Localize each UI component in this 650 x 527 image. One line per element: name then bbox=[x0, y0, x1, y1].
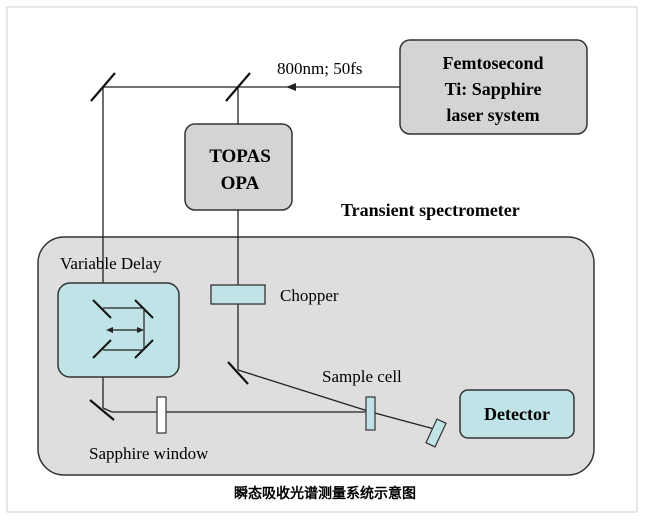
window-label: Sapphire window bbox=[89, 444, 209, 463]
sample-label: Sample cell bbox=[322, 367, 402, 386]
chopper bbox=[210, 284, 266, 305]
opa-label-line2: OPA bbox=[221, 173, 260, 194]
delay-label: Variable Delay bbox=[60, 254, 162, 273]
laser-label-line3: laser system bbox=[446, 105, 539, 125]
delay-beams bbox=[103, 307, 145, 351]
sample-cell bbox=[365, 396, 376, 431]
laser-label-line2: Ti: Sapphire bbox=[445, 79, 542, 99]
delay-mirror-icon bbox=[92, 299, 112, 319]
figure-caption: 瞬态吸收光谱测量系统示意图 bbox=[234, 486, 416, 502]
arrow-left-icon bbox=[106, 327, 113, 333]
mirror-top-left-icon bbox=[90, 72, 116, 102]
spectrometer-label: Transient spectrometer bbox=[341, 200, 520, 220]
laser-label-line1: Femtosecond bbox=[443, 53, 544, 73]
opa-box bbox=[184, 123, 293, 211]
beam-arrow-icon bbox=[286, 83, 296, 91]
sapphire-window bbox=[156, 396, 167, 434]
arrow-right-icon bbox=[137, 327, 144, 333]
probe-to-detector-beam bbox=[370, 411, 439, 431]
detector-label: Detector bbox=[484, 404, 550, 424]
probe-mirror-icon bbox=[89, 399, 115, 421]
pump-to-sample-beam bbox=[237, 369, 372, 413]
mirror-top-right-icon bbox=[225, 72, 251, 102]
filter-element bbox=[425, 418, 447, 448]
delay-mirror-icon bbox=[92, 339, 112, 359]
opa-label-line1: TOPAS bbox=[209, 146, 271, 167]
top-mirrors bbox=[90, 72, 251, 102]
chopper-label: Chopper bbox=[280, 286, 339, 305]
beam-label: 800nm; 50fs bbox=[277, 59, 362, 78]
detector-box bbox=[459, 389, 575, 439]
probe-turn-beam bbox=[102, 407, 113, 413]
pump-mirror-icon bbox=[227, 361, 249, 385]
